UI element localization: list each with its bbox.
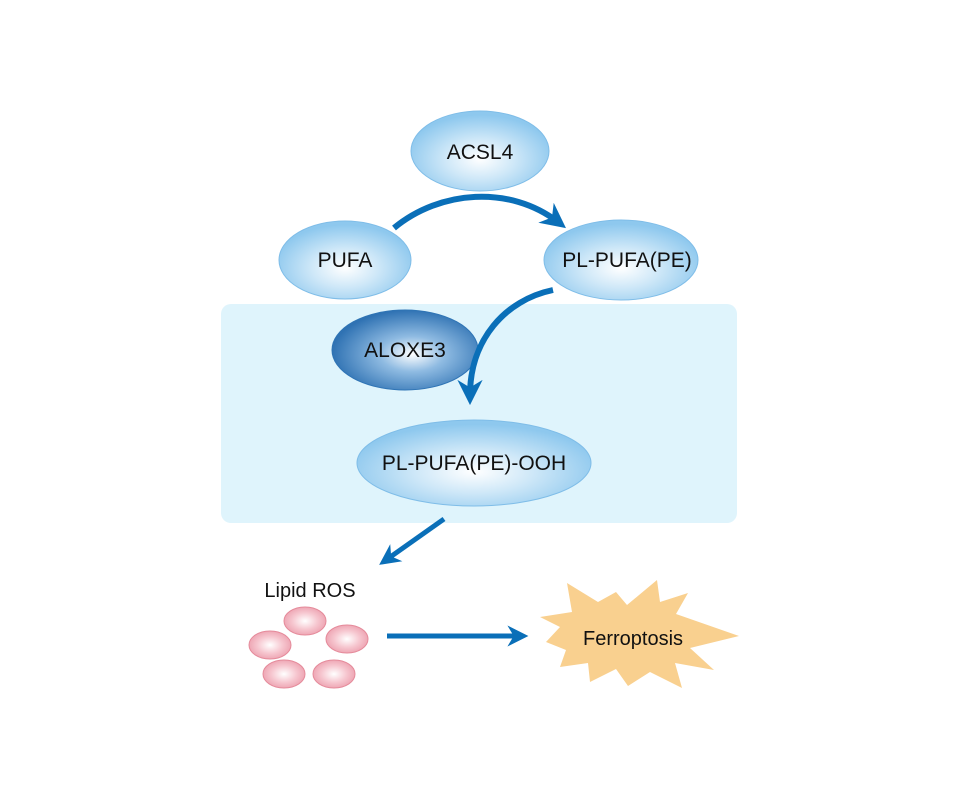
ros-particle (325, 624, 369, 654)
node-ferroptosis: Ferroptosis (540, 580, 739, 688)
node-pl-pufa-pe: PL-PUFA(PE) (543, 219, 699, 301)
node-pufa: PUFA (278, 220, 412, 300)
label-pl-pufa-pe-ooh: PL-PUFA(PE)-OOH (382, 452, 566, 475)
ros-particle (312, 659, 356, 689)
ros-particle (283, 606, 327, 636)
arrow-ooh-to-lipid-ros (379, 516, 446, 565)
ros-particle (248, 630, 292, 660)
label-acsl4: ACSL4 (447, 141, 514, 164)
starburst-shape (540, 580, 739, 688)
lipid-ros-particles (248, 606, 369, 689)
node-acsl4: ACSL4 (410, 110, 550, 192)
node-aloxe3: ALOXE3 (331, 309, 479, 391)
label-lipid-ros: Lipid ROS (264, 580, 355, 602)
label-ferroptosis: Ferroptosis (583, 628, 683, 650)
ros-particle (262, 659, 306, 689)
arrow-pl-pufa-to-ooh (457, 287, 554, 406)
label-aloxe3: ALOXE3 (364, 339, 446, 362)
label-pufa: PUFA (318, 249, 373, 272)
arrow-pufa-to-pl-pufa (392, 193, 566, 231)
node-pl-pufa-pe-ooh: PL-PUFA(PE)-OOH (356, 419, 592, 507)
label-pl-pufa-pe: PL-PUFA(PE) (562, 249, 692, 272)
